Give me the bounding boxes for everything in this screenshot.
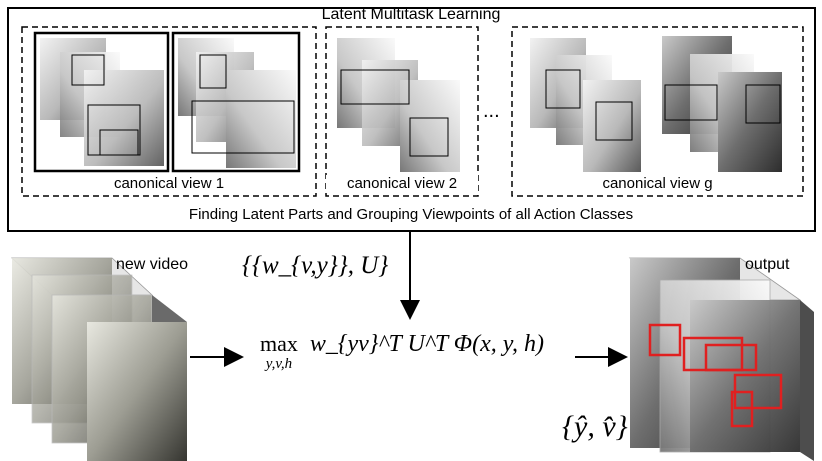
canonical-view-1-label: canonical view 1 [113, 175, 225, 192]
group-g-frame-stack-b [662, 36, 782, 172]
canonical-group-2-border [325, 26, 479, 197]
objective-expression: w_{yv}^T U^T Φ(x, y, h) [309, 331, 545, 357]
prediction-output: {ŷ, v̂} [562, 410, 628, 443]
objective-max-operator: max y,v,h [260, 331, 298, 373]
group-1-frame-stack-b [171, 31, 301, 173]
canonical-view-2-label: canonical view 2 [326, 175, 478, 192]
ellipsis: ... [483, 100, 500, 122]
canonical-view-g-label: canonical view g [602, 175, 713, 192]
panel-caption: Finding Latent Parts and Grouping Viewpo… [188, 206, 634, 223]
panel-title: Latent Multitask Learning [321, 6, 501, 23]
input-video-stack [10, 257, 187, 461]
group-1-frame-stack-a [33, 31, 170, 173]
group-2-frame-stack [337, 38, 460, 172]
group-g-frame-stack-a [530, 38, 641, 172]
canonical-group-1-border [21, 26, 317, 197]
canonical-group-g-border [511, 26, 804, 197]
output-label: output [745, 256, 790, 273]
objective-formula: max y,v,h w_{yv}^T U^T Φ(x, y, h) [260, 331, 545, 373]
output-video-stack [628, 257, 814, 461]
new-video-label: new video [116, 256, 189, 273]
parameters-formula: {{w_{v,y}}, U} [242, 252, 389, 279]
learning-panel-border [7, 7, 816, 232]
